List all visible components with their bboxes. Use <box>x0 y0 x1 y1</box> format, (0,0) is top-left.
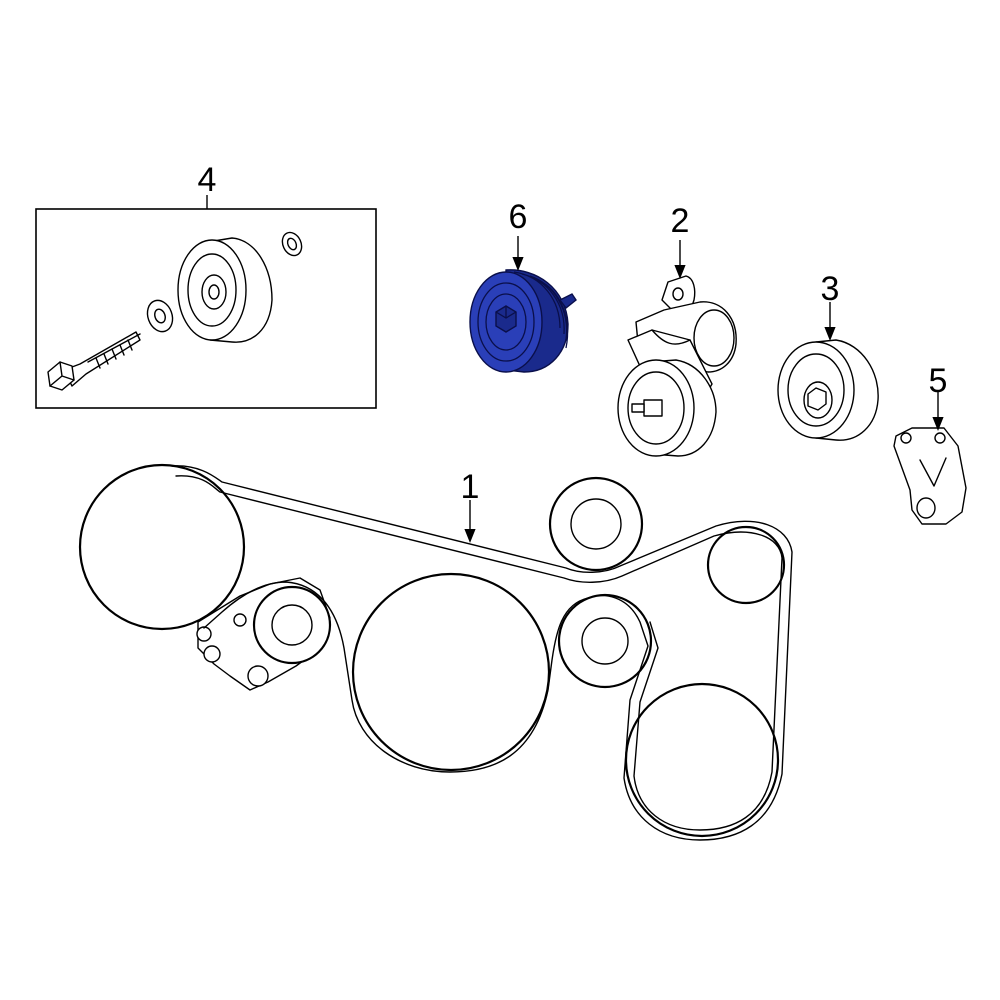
kit-washer <box>146 299 174 333</box>
kit-bolt <box>47 331 141 391</box>
belt-pulley-upper-left <box>78 463 246 631</box>
belt-pulley-top-idler <box>548 476 644 572</box>
kit-pulley <box>177 237 273 343</box>
part-5-bracket[interactable]: 5 <box>893 362 967 525</box>
callout-number-5: 5 <box>929 362 948 400</box>
part-3-idler-pulley[interactable]: 3 <box>777 270 879 441</box>
part-2-belt-tensioner[interactable]: 2 <box>617 202 737 457</box>
kit-frame <box>35 208 377 409</box>
part-4-idler-pulley-kit[interactable]: 4 <box>35 161 377 409</box>
callout-number-3: 3 <box>821 270 840 308</box>
belt-pulley-lower-right <box>624 682 780 838</box>
callout-number-6: 6 <box>509 198 528 236</box>
belt-pulley-center-idler <box>557 593 653 689</box>
part-1-serpentine-belt[interactable]: 1 <box>78 463 793 841</box>
part-6-highlighted-pulley[interactable]: 6 <box>469 198 577 373</box>
kit-seal-ring <box>281 231 303 257</box>
belt-pulley-tensioner <box>252 585 332 665</box>
callout-number-2: 2 <box>671 202 690 240</box>
belt-pulley-crankshaft <box>351 572 551 772</box>
belt-pulley-upper-right <box>706 525 786 605</box>
callout-number-4: 4 <box>198 161 217 199</box>
callout-number-1: 1 <box>461 468 480 506</box>
